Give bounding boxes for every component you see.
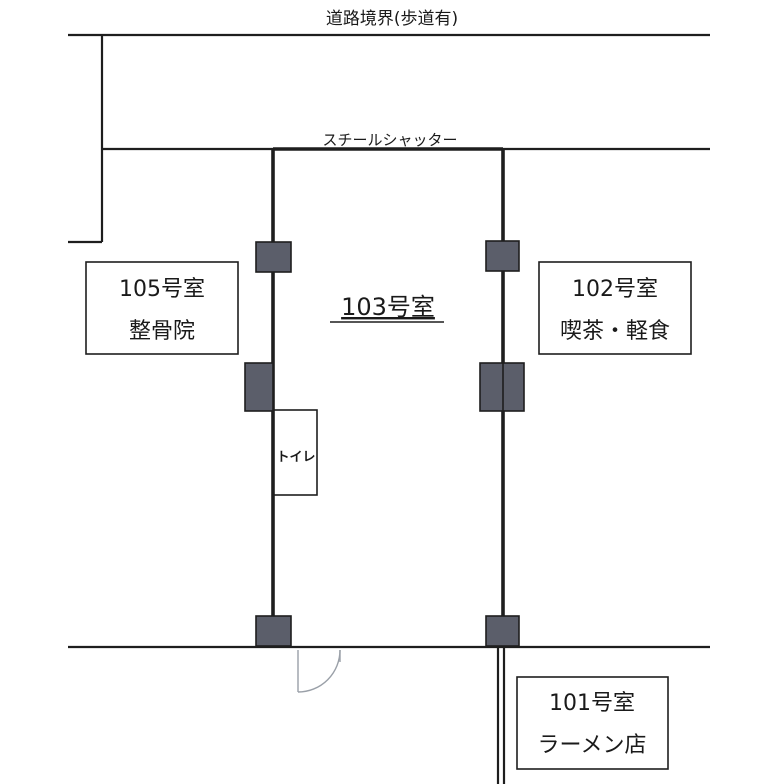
toilet-room <box>272 409 318 496</box>
rear-door-swing <box>297 649 341 693</box>
column-left-upper <box>255 241 292 273</box>
main-unit-label: 103号室 <box>341 293 435 321</box>
neighbor-101-use: ラーメン店 <box>537 733 646 758</box>
column-right-upper <box>485 240 520 272</box>
neighbor-102-number: 102号室 <box>572 277 658 302</box>
neighbor-105-number: 105号室 <box>119 277 205 302</box>
neighbor-101-number: 101号室 <box>549 691 635 716</box>
steel-shutter-label: スチールシャッター <box>322 131 457 149</box>
toilet-label: トイレ <box>276 450 315 465</box>
column-left-lower <box>255 615 292 647</box>
neighbor-105-box <box>85 261 239 355</box>
neighbor-101-box <box>516 676 669 770</box>
neighbor-102-box <box>538 261 692 355</box>
column-right-middle <box>479 362 525 412</box>
road-boundary-label: 道路境界(歩道有) <box>326 9 458 29</box>
column-right-lower <box>485 615 520 647</box>
neighbor-105-use: 整骨院 <box>129 319 195 344</box>
neighbor-102-use: 喫茶・軽食 <box>560 319 670 344</box>
column-left-middle <box>244 362 274 412</box>
